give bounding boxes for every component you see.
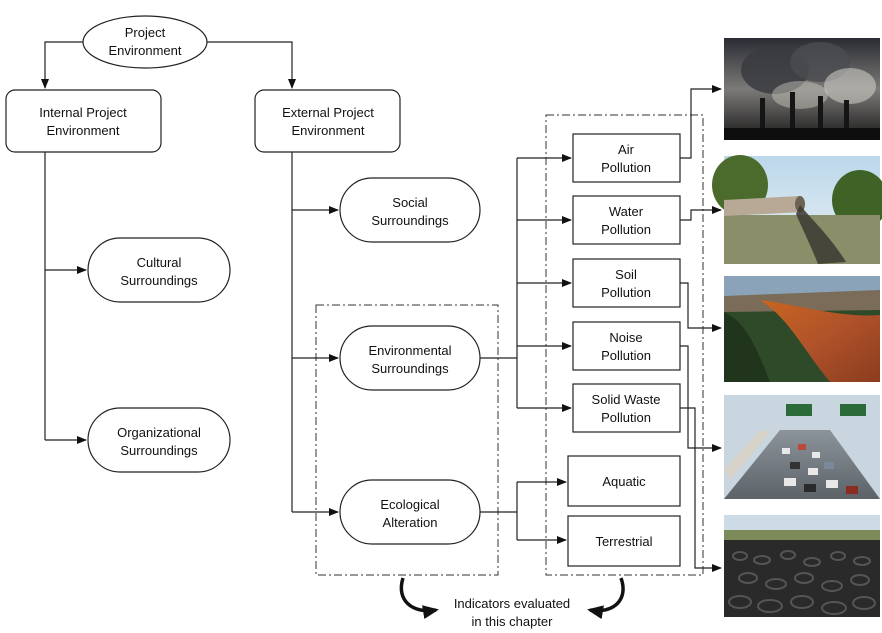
noise-pollution-photo	[724, 395, 880, 499]
node-label: Environment	[47, 123, 120, 138]
node-label: Pollution	[601, 160, 651, 175]
node-label: Terrestrial	[595, 534, 652, 549]
caption-line: Indicators evaluated	[454, 596, 570, 611]
node-label: Cultural	[137, 255, 182, 270]
node-label: Pollution	[601, 222, 651, 237]
node-label: Surroundings	[371, 213, 449, 228]
node-label: Aquatic	[602, 474, 646, 489]
node-label: Project	[125, 25, 166, 40]
node-label: Pollution	[601, 348, 651, 363]
soil-pollution-photo	[724, 276, 880, 382]
node-label: Organizational	[117, 425, 201, 440]
node-label: Social	[392, 195, 428, 210]
node-label: Ecological	[380, 497, 439, 512]
caption-line: in this chapter	[472, 614, 554, 629]
air-pollution-photo	[724, 38, 880, 140]
node-label: Water	[609, 204, 644, 219]
node-label: Environmental	[368, 343, 451, 358]
solid-waste-photo	[724, 515, 880, 617]
indicators-group-left	[315, 304, 499, 576]
node-label: Pollution	[601, 410, 651, 425]
node-label: Surroundings	[371, 361, 449, 376]
node-terrestrial: Terrestrial	[567, 515, 681, 567]
node-label: Soil	[615, 267, 637, 282]
node-label: External Project	[282, 105, 374, 120]
svg-text:Aquatic: Aquatic	[602, 474, 646, 489]
node-label: Solid Waste	[592, 392, 661, 407]
node-label: Air	[618, 142, 635, 157]
node-aquatic: Aquatic	[567, 455, 681, 507]
node-label: Internal Project	[39, 105, 127, 120]
water-pollution-photo	[712, 155, 882, 264]
node-label: Surroundings	[120, 273, 198, 288]
indicators-group-right	[545, 114, 704, 576]
connectors	[41, 41, 722, 620]
node-label: Surroundings	[120, 443, 198, 458]
node-label: Environment	[292, 123, 365, 138]
node-label: Noise	[609, 330, 642, 345]
node-label: Alteration	[383, 515, 438, 530]
node-label: Pollution	[601, 285, 651, 300]
node-label: Environment	[109, 43, 182, 58]
svg-text:Terrestrial: Terrestrial	[595, 534, 652, 549]
indicators-caption: Indicators evaluated in this chapter	[454, 596, 570, 629]
